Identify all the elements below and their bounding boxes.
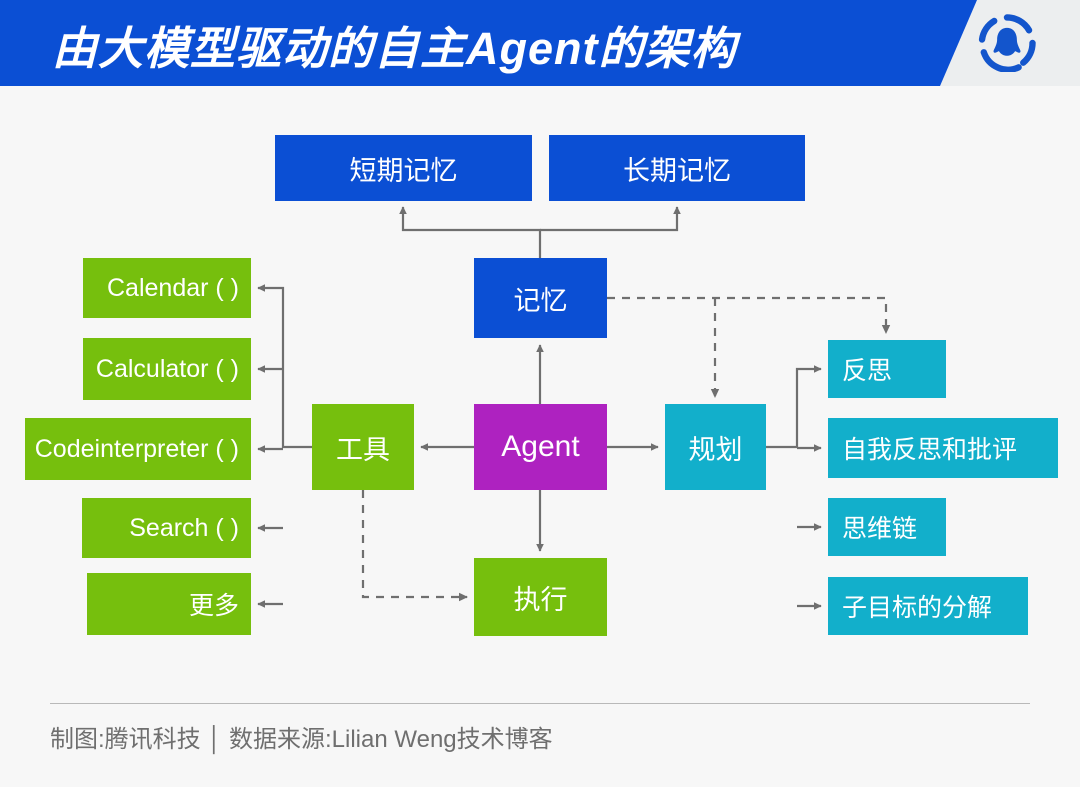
node-agent[interactable]: Agent	[474, 404, 607, 490]
planning-item-chain-of-thought[interactable]: 思维链	[828, 498, 946, 556]
planning-item-self-critique[interactable]: 自我反思和批评	[828, 418, 1058, 478]
node-label: 规划	[688, 434, 743, 465]
node-action[interactable]: 执行	[474, 558, 607, 636]
tencent-qq-logo-icon	[978, 14, 1036, 72]
tool-item-label: Calendar ( )	[107, 273, 239, 302]
header-bar: 由大模型驱动的自主Agent的架构	[0, 0, 1080, 86]
tool-item-label: Calculator ( )	[95, 354, 239, 383]
planning-item-label: 思维链	[842, 515, 918, 543]
header-blue-banner	[0, 0, 977, 86]
node-label: 执行	[513, 584, 568, 615]
node-long-term-memory[interactable]: 长期记忆	[549, 135, 805, 201]
tool-item-more[interactable]: 更多	[87, 573, 251, 635]
tool-item-label: Search ( )	[129, 513, 239, 542]
footer-divider	[50, 703, 1030, 704]
node-memory[interactable]: 记忆	[474, 258, 607, 338]
node-label: 工具	[336, 434, 390, 465]
node-planning[interactable]: 规划	[665, 404, 766, 490]
tool-item-search[interactable]: Search ( )	[82, 498, 251, 558]
footer-credit: 制图:腾讯科技 │ 数据来源:Lilian Weng技术博客	[50, 725, 553, 753]
planning-item-reflection[interactable]: 反思	[828, 340, 946, 398]
node-tools[interactable]: 工具	[312, 404, 414, 490]
planning-item-label: 子目标的分解	[842, 594, 993, 622]
node-label: 长期记忆	[623, 155, 731, 186]
tool-item-label: Codeinterpreter ( )	[34, 434, 239, 463]
node-label: 短期记忆	[349, 155, 458, 186]
planning-item-label: 反思	[842, 357, 893, 385]
tool-item-calculator[interactable]: Calculator ( )	[83, 338, 251, 400]
node-label: 记忆	[513, 285, 568, 316]
tool-item-calendar[interactable]: Calendar ( )	[83, 258, 251, 318]
planning-item-label: 自我反思和批评	[842, 436, 1018, 464]
tool-item-codeinterpreter[interactable]: Codeinterpreter ( )	[25, 418, 251, 480]
tool-item-label: 更多	[188, 592, 239, 620]
node-short-term-memory[interactable]: 短期记忆	[275, 135, 532, 201]
node-label: Agent	[501, 430, 580, 463]
page-title: 由大模型驱动的自主Agent的架构	[52, 22, 737, 74]
planning-item-subgoal-decomposition[interactable]: 子目标的分解	[828, 577, 1028, 635]
